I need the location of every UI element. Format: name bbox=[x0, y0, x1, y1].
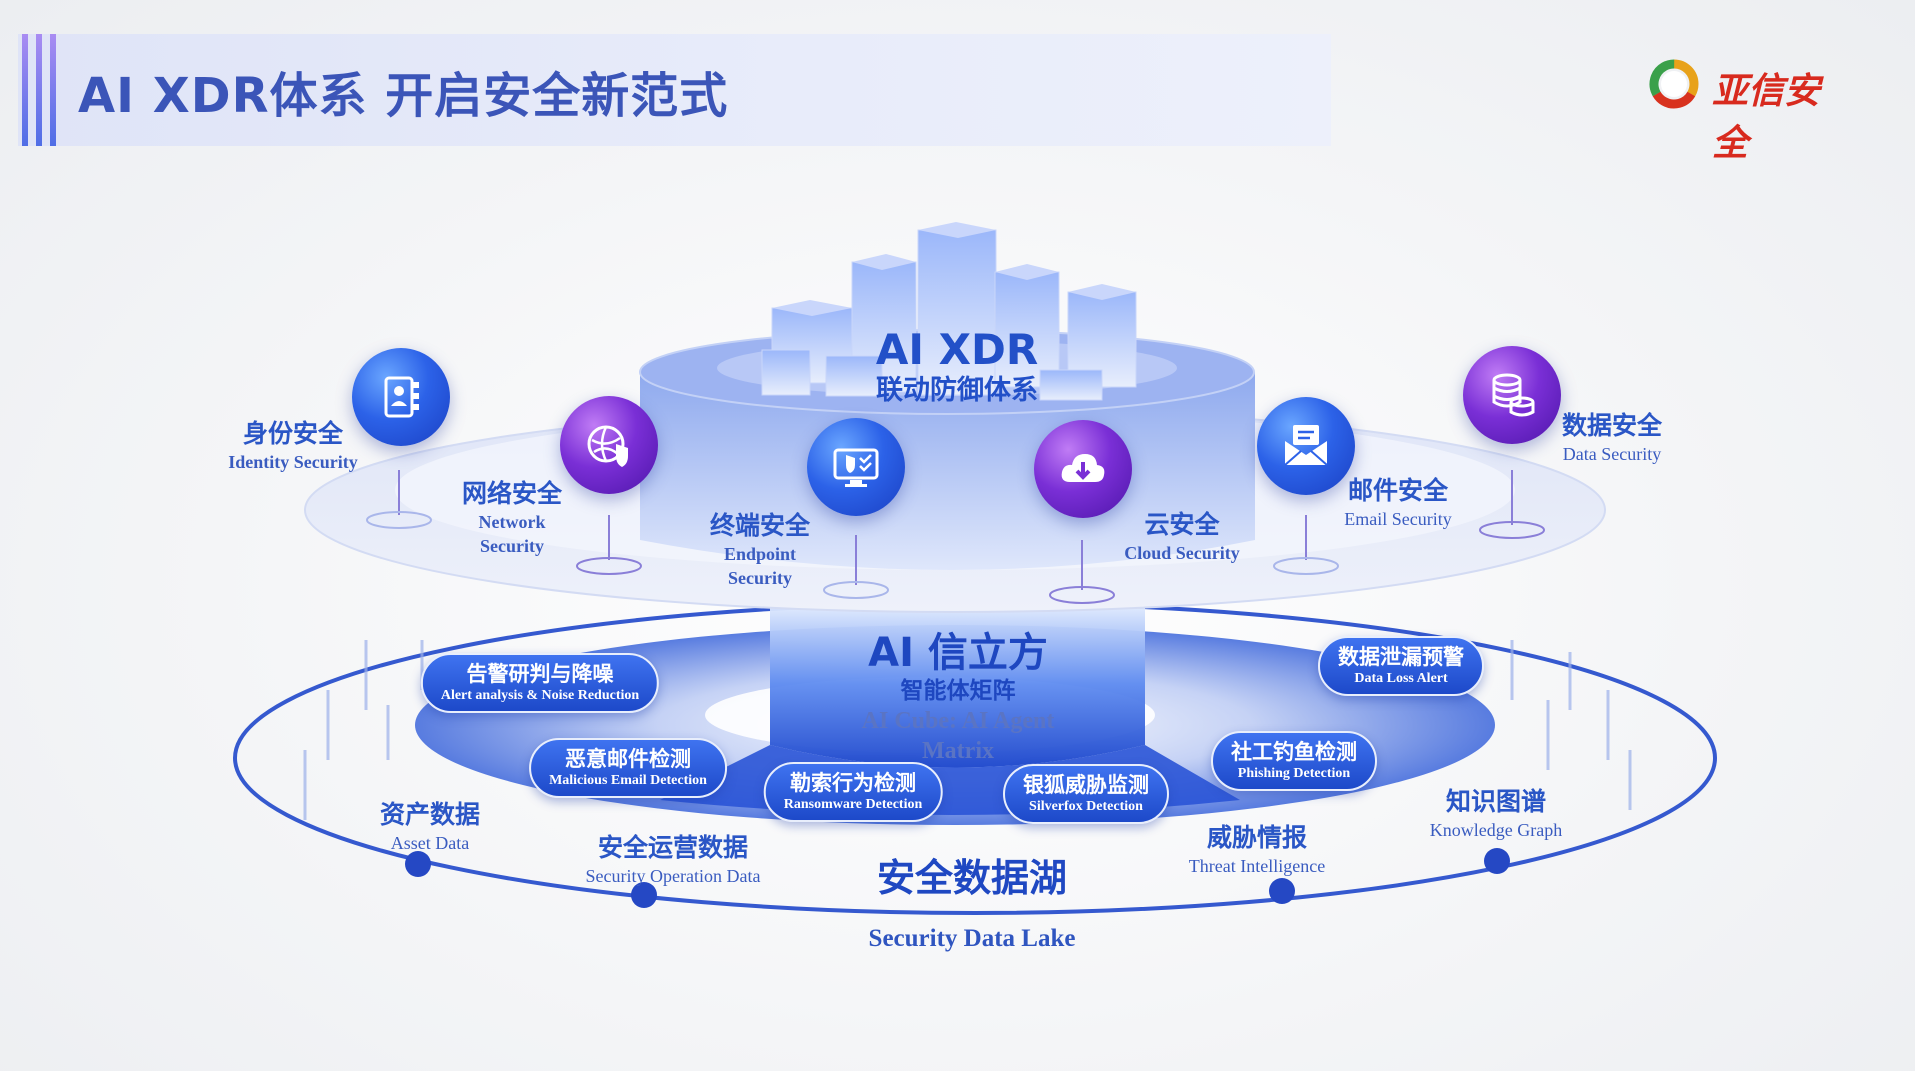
domain-cn: 终端安全 bbox=[709, 511, 811, 540]
domain-en: Email Security bbox=[1344, 509, 1452, 529]
brand-logo: 亚信安全 bbox=[1648, 58, 1848, 164]
domain-label-cloud: 云安全 Cloud Security bbox=[1124, 505, 1240, 565]
domain-cn: 邮件安全 bbox=[1347, 476, 1449, 505]
domain-cn: 身份安全 bbox=[242, 419, 343, 448]
cube-title-block: AI 信立方 智能体矩阵 AI Cube: AI Agent Matrix bbox=[843, 630, 1073, 766]
cube-subtitle: 智能体矩阵 bbox=[900, 678, 1016, 704]
domain-label-identity: 身份安全 Identity Security bbox=[228, 414, 358, 474]
agent-pill-ransomware: 勒索行为检测 Ransomware Detection bbox=[763, 762, 943, 822]
agent-en: Alert analysis & Noise Reduction bbox=[440, 688, 640, 703]
agent-en: Silverfox Detection bbox=[1029, 799, 1143, 814]
endpoint-security-node bbox=[807, 418, 905, 516]
agent-cn: 银狐威胁监测 bbox=[1023, 773, 1149, 797]
agent-en: Data Loss Alert bbox=[1354, 671, 1448, 686]
agent-pill-data-loss: 数据泄漏预警 Data Loss Alert bbox=[1318, 636, 1484, 696]
domain-en: Cloud Security bbox=[1124, 543, 1240, 563]
title-banner bbox=[18, 34, 1331, 146]
ai-cube-column bbox=[770, 600, 1145, 768]
globe-shield-icon bbox=[587, 425, 628, 467]
lake-english: Security Data Lake bbox=[868, 925, 1076, 952]
source-cn: 安全运营数据 bbox=[597, 833, 748, 862]
source-en: Knowledge Graph bbox=[1429, 820, 1563, 840]
domain-cn: 网络安全 bbox=[461, 479, 563, 508]
lake-title: 安全数据湖 bbox=[876, 856, 1068, 900]
icon-pins bbox=[366, 470, 1545, 604]
domain-label-endpoint: 终端安全 Endpoint Security bbox=[710, 506, 810, 590]
lake-english-block: Security Data Lake bbox=[869, 925, 1076, 953]
domain-en: Endpoint Security bbox=[723, 544, 797, 588]
building-cluster bbox=[761, 222, 1137, 401]
agent-pill-phishing: 社工钓鱼检测 Phishing Detection bbox=[1211, 731, 1377, 791]
domain-label-network: 网络安全 Network Security bbox=[462, 474, 562, 558]
cloud-download-icon bbox=[1061, 454, 1105, 482]
agent-cn: 社工钓鱼检测 bbox=[1231, 740, 1357, 764]
domain-en: Network Security bbox=[478, 512, 546, 556]
source-en: Security Operation Data bbox=[585, 866, 761, 886]
source-cn: 知识图谱 bbox=[1445, 787, 1546, 816]
lake-nodes bbox=[405, 848, 1510, 908]
identity-security-node bbox=[352, 348, 450, 446]
domain-en: Identity Security bbox=[228, 452, 358, 472]
agent-en: Phishing Detection bbox=[1237, 766, 1351, 781]
agent-cn: 告警研判与降噪 bbox=[466, 662, 614, 686]
agent-en: Ransomware Detection bbox=[783, 797, 923, 812]
agent-cn: 数据泄漏预警 bbox=[1338, 645, 1464, 669]
agent-pill-alert-analysis: 告警研判与降噪 Alert analysis & Noise Reduction bbox=[420, 653, 660, 713]
core-title: AI XDR bbox=[875, 325, 1039, 374]
source-en: Threat Intelligence bbox=[1188, 856, 1326, 876]
domain-label-email: 邮件安全 Email Security bbox=[1344, 471, 1451, 531]
agent-pill-malicious-email: 恶意邮件检测 Malicious Email Detection bbox=[529, 738, 727, 798]
data-source-security-operation: 安全运营数据 Security Operation Data bbox=[586, 828, 761, 888]
cube-title: AI 信立方 bbox=[868, 630, 1048, 676]
source-en: Asset Data bbox=[390, 833, 470, 853]
asiainfo-ring-logo-icon bbox=[1649, 59, 1699, 109]
data-security-node bbox=[1463, 346, 1561, 444]
page-title: AI XDR体系 开启安全新范式 bbox=[78, 68, 729, 124]
xdr-cylinder bbox=[640, 372, 1255, 570]
domain-label-data: 数据安全 Data Security bbox=[1562, 406, 1662, 466]
source-cn: 资产数据 bbox=[379, 800, 481, 829]
core-title-block: AI XDR 联动防御体系 bbox=[876, 326, 1038, 408]
lake-title-block: 安全数据湖 bbox=[877, 856, 1067, 900]
contact-book-icon bbox=[384, 376, 419, 418]
source-cn: 威胁情报 bbox=[1206, 823, 1307, 852]
agent-pill-silverfox: 银狐威胁监测 Silverfox Detection bbox=[1003, 764, 1169, 824]
domain-cn: 云安全 bbox=[1144, 510, 1220, 539]
data-source-threat-intel: 威胁情报 Threat Intelligence bbox=[1189, 818, 1325, 878]
email-security-node bbox=[1257, 397, 1355, 495]
logo-text: 亚信安全 bbox=[1712, 71, 1821, 164]
network-security-node bbox=[560, 396, 658, 494]
data-source-knowledge-graph: 知识图谱 Knowledge Graph bbox=[1430, 782, 1562, 842]
agent-en: Malicious Email Detection bbox=[549, 773, 707, 788]
monitor-shield-icon bbox=[833, 448, 879, 487]
database-icon bbox=[1492, 373, 1535, 417]
core-subtitle: 联动防御体系 bbox=[876, 375, 1038, 406]
agent-cn: 勒索行为检测 bbox=[789, 771, 916, 795]
cube-english: AI Cube: AI Agent Matrix bbox=[861, 708, 1055, 764]
title-accent-bars bbox=[22, 34, 66, 146]
domain-en: Data Security bbox=[1562, 444, 1662, 464]
cloud-security-node bbox=[1034, 420, 1132, 518]
data-source-asset: 资产数据 Asset Data bbox=[380, 795, 480, 855]
envelope-icon bbox=[1284, 425, 1328, 466]
domain-cn: 数据安全 bbox=[1561, 411, 1663, 440]
agent-cn: 恶意邮件检测 bbox=[565, 747, 691, 771]
